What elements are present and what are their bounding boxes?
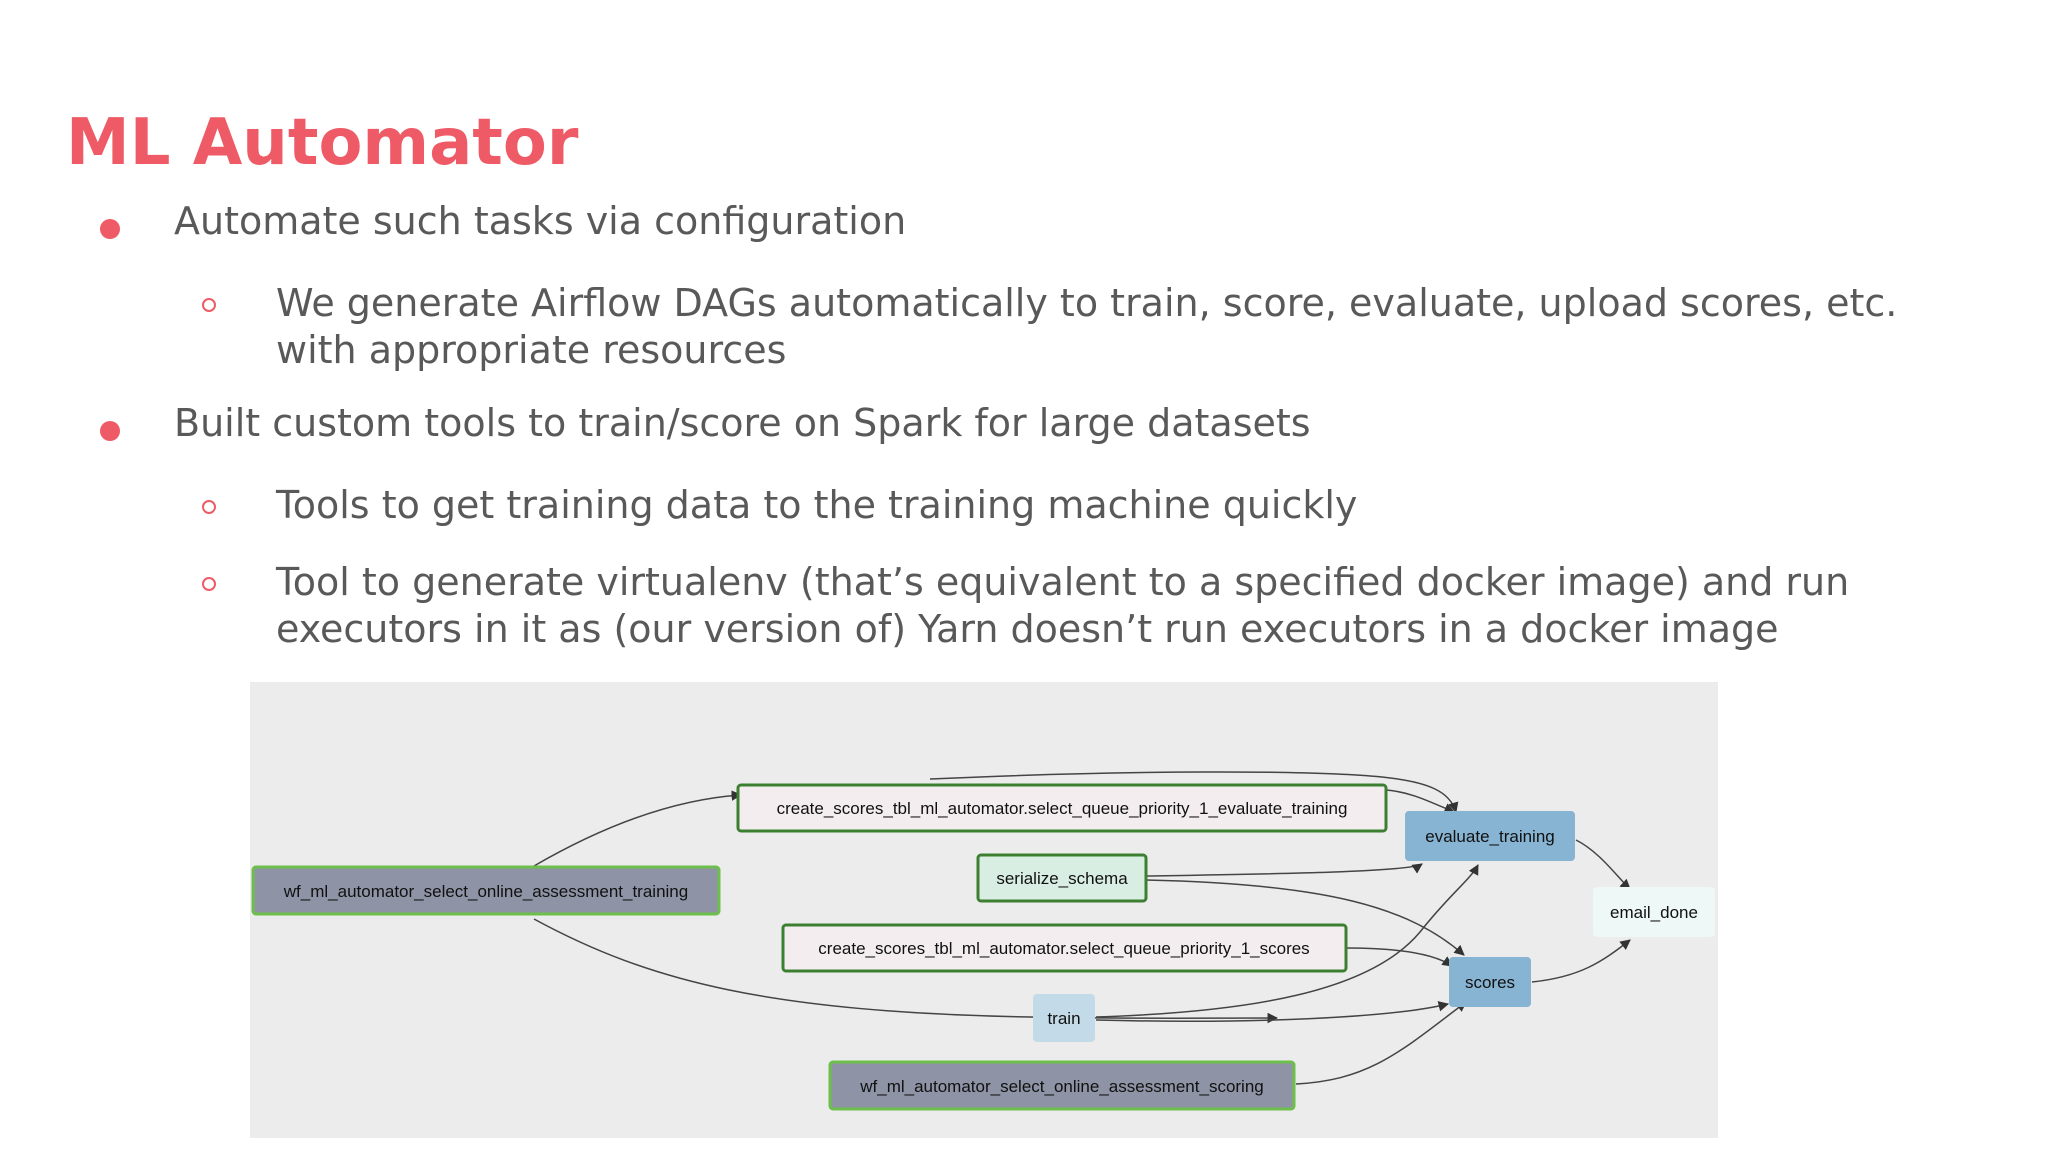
node-wf-training[interactable]: wf_ml_automator_select_online_assessment…	[251, 865, 721, 916]
edge-train-to-evaluate	[1095, 864, 1479, 1018]
node-evaluate[interactable]: evaluate_training	[1405, 811, 1575, 861]
node-create-scores[interactable]: create_scores_tbl_ml_automator.select_qu…	[781, 923, 1348, 973]
node-scores-box	[1449, 957, 1531, 1007]
node-wf-training-box	[251, 865, 721, 916]
edge-scores-to-email	[1531, 939, 1631, 983]
sub-bullet-item-1-line-1: We generate Airflow DAGs automatically t…	[276, 281, 1898, 325]
node-serialize-box	[976, 853, 1148, 903]
node-evaluate-box	[1405, 811, 1575, 861]
node-scores-label: scores	[1465, 973, 1515, 992]
node-email-box	[1593, 887, 1715, 937]
edge-train-to-scores	[1095, 1001, 1450, 1022]
bullet-item-2: Built custom tools to train/score on Spa…	[174, 400, 1954, 447]
sub-bullet-marker-3	[202, 577, 216, 591]
node-train-label: train	[1047, 1009, 1080, 1028]
sub-bullet-item-3-line-2: executors in it as (our version of) Yarn…	[276, 607, 1779, 651]
dag-graph: wf_ml_automator_select_online_assessment…	[251, 771, 1715, 1111]
edge-wf-training-to-train	[533, 918, 1279, 1024]
page-title: ML Automator	[66, 106, 579, 180]
node-email-label: email_done	[1610, 903, 1698, 922]
bullet-item-2-line-1: Built custom tools to train/score on Spa…	[174, 401, 1311, 445]
sub-bullet-item-2-line-1: Tools to get training data to the traini…	[276, 483, 1358, 527]
node-evaluate-label: evaluate_training	[1425, 827, 1554, 846]
node-create-eval-box	[736, 783, 1388, 833]
node-email[interactable]: email_done	[1593, 887, 1715, 937]
node-train[interactable]: train	[1033, 994, 1095, 1042]
sub-bullet-marker-1	[202, 298, 216, 312]
sub-bullet-item-1-line-2: with appropriate resources	[276, 328, 787, 372]
dag-nodes: wf_ml_automator_select_online_assessment…	[251, 783, 1715, 1111]
edge-serialize-to-evaluate	[1145, 863, 1423, 877]
bullet-item-1-line-1: Automate such tasks via configuration	[174, 199, 907, 243]
node-wf-training-label: wf_ml_automator_select_online_assessment…	[283, 882, 688, 901]
node-serialize-label: serialize_schema	[996, 869, 1128, 888]
node-create-scores-box	[781, 923, 1348, 973]
bullet-marker-1	[100, 219, 120, 239]
edge-wf-scoring-to-scores	[1295, 1001, 1467, 1085]
node-create-eval-label: create_scores_tbl_ml_automator.select_qu…	[777, 799, 1348, 818]
bullet-marker-2	[100, 421, 120, 441]
dag-edges	[533, 771, 1631, 1085]
edge-create-eval-to-evaluate-top	[929, 771, 1459, 814]
sub-bullet-item-2: Tools to get training data to the traini…	[276, 482, 1976, 529]
edge-create-eval-to-evaluate	[1385, 789, 1455, 814]
sub-bullet-item-3: Tool to generate virtualenv (that’s equi…	[276, 559, 1976, 653]
node-create-eval[interactable]: create_scores_tbl_ml_automator.select_qu…	[736, 783, 1388, 833]
dag-diagram: wf_ml_automator_select_online_assessment…	[250, 682, 1718, 1138]
node-wf-scoring-label: wf_ml_automator_select_online_assessment…	[859, 1077, 1264, 1096]
sub-bullet-marker-2	[202, 500, 216, 514]
node-wf-scoring[interactable]: wf_ml_automator_select_online_assessment…	[828, 1060, 1296, 1111]
node-create-scores-label: create_scores_tbl_ml_automator.select_qu…	[818, 939, 1309, 958]
edge-serialize-to-scores	[1145, 879, 1465, 956]
edge-evaluate-to-email	[1575, 839, 1631, 890]
bullet-item-1: Automate such tasks via configuration	[174, 198, 1954, 245]
sub-bullet-item-3-line-1: Tool to generate virtualenv (that’s equi…	[276, 560, 1850, 604]
edge-create-scores-to-scores	[1345, 947, 1453, 967]
edge-wf-training-to-create-eval	[533, 790, 743, 867]
sub-bullet-item-1: We generate Airflow DAGs automatically t…	[276, 280, 1976, 374]
node-train-box	[1033, 994, 1095, 1042]
node-scores[interactable]: scores	[1449, 957, 1531, 1007]
node-wf-scoring-box	[828, 1060, 1296, 1111]
node-serialize[interactable]: serialize_schema	[976, 853, 1148, 903]
